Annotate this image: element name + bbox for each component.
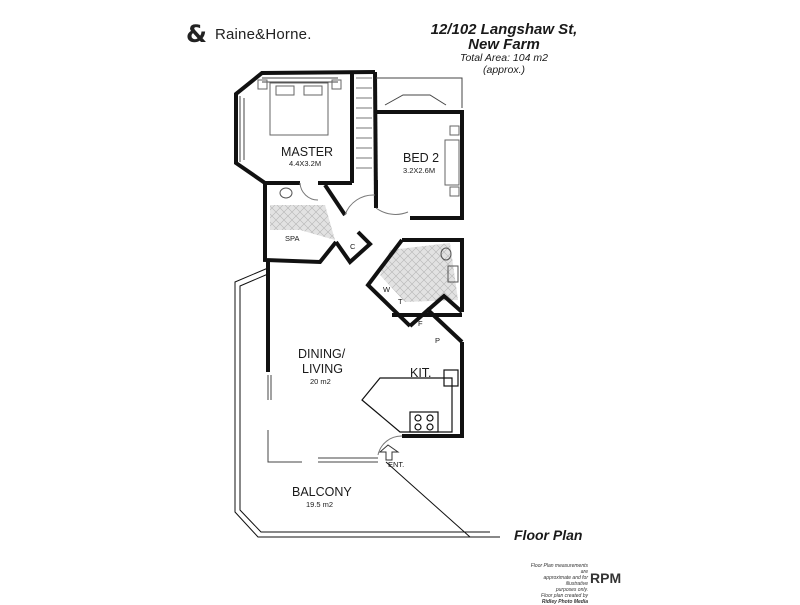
bed2-bed [444, 125, 460, 197]
kitchen-label: KIT. [410, 366, 432, 380]
dining-label-2: LIVING [302, 362, 343, 376]
dining-label-1: DINING/ [298, 347, 346, 361]
rpm-logo: RPM [590, 570, 622, 586]
floor-plan-title: Floor Plan [514, 527, 583, 543]
brand-logo: & Raine&Horne. [186, 20, 312, 48]
disclaimer-line: Floor Plan measurements are [530, 563, 588, 575]
walls [234, 70, 464, 438]
disclaimer-line: Floor plan created by [541, 593, 588, 599]
t-label: T [398, 297, 403, 306]
address-line2: New Farm [468, 36, 540, 53]
doors [299, 182, 409, 456]
master-size: 4.4X3.2M [289, 159, 322, 168]
entry-label: ENT. [388, 460, 405, 469]
address-line1: 12/102 Langshaw St, [430, 21, 578, 38]
bed2-label: BED 2 [403, 151, 440, 165]
master-label: MASTER [281, 145, 334, 159]
f-label: F [418, 319, 423, 328]
disclaimer-line: purposes only. [555, 587, 588, 593]
brand-name: Raine&Horne. [214, 25, 312, 43]
bed2-size: 3.2X2.6M [403, 166, 436, 175]
ampersand-logo-icon: & [186, 20, 207, 48]
balcony-label: BALCONY [292, 485, 352, 499]
cupboard-label: C [350, 242, 356, 251]
w-label: W [383, 285, 391, 294]
spa-label: SPA [285, 234, 300, 243]
p-label: P [435, 336, 441, 345]
balcony-size: 19.5 m2 [306, 500, 334, 509]
balcony-outline [234, 267, 500, 538]
entry-arrow-icon [378, 444, 400, 461]
windows [239, 77, 463, 463]
master-bed [257, 79, 342, 136]
dining-size: 20 m2 [310, 377, 331, 386]
area-approx: (approx.) [482, 64, 525, 76]
total-area: Total Area: 104 m2 [460, 52, 548, 64]
kitchen-bench [361, 369, 459, 433]
disclaimer-line: approximate and for illustrative [543, 575, 588, 587]
wardrobe [356, 77, 372, 169]
toilets [279, 187, 459, 283]
tiled-areas [270, 205, 458, 302]
address-block: 12/102 Langshaw St, New Farm Total Area:… [404, 22, 604, 76]
disclaimer: Floor Plan measurements are approximate … [528, 563, 588, 605]
